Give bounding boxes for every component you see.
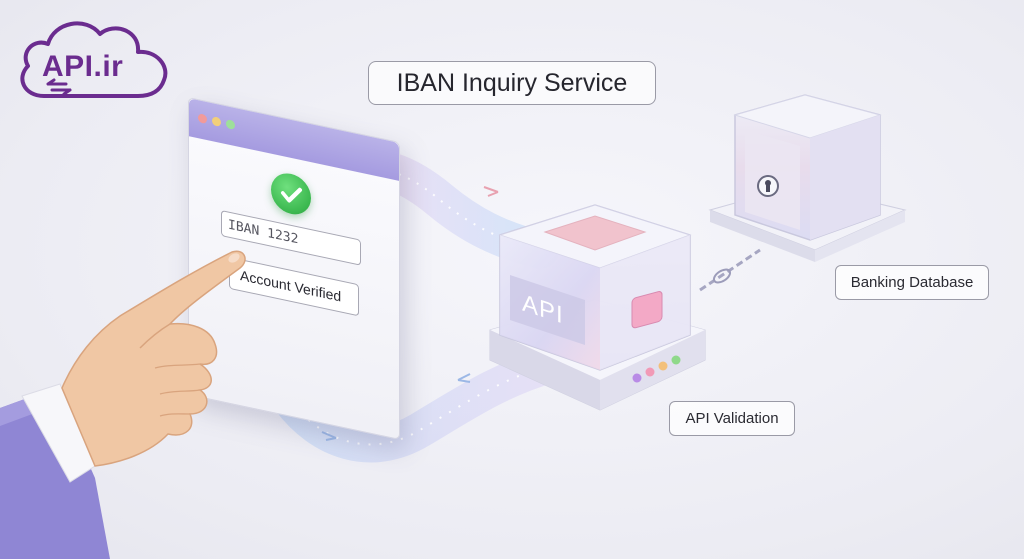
flow-pipe-lower bbox=[262, 302, 568, 463]
safe-lock-icon bbox=[757, 175, 779, 197]
browser-window: IBAN 1232 Account Verified bbox=[188, 97, 400, 441]
window-minimize-dot[interactable] bbox=[212, 116, 221, 128]
cloud-sync-icon bbox=[20, 21, 168, 98]
api-node bbox=[489, 204, 706, 411]
window-close-dot[interactable] bbox=[198, 113, 207, 125]
link-chain bbox=[699, 248, 761, 292]
status-dot bbox=[645, 367, 655, 377]
status-dot bbox=[671, 355, 681, 365]
banking-database-label: Banking Database bbox=[835, 265, 989, 300]
api-validation-label: API Validation bbox=[669, 401, 795, 436]
logo-text[interactable]: API.ir bbox=[42, 50, 124, 83]
pointing-hand bbox=[0, 250, 246, 559]
page-title: IBAN Inquiry Service bbox=[368, 61, 656, 105]
arrow-icon bbox=[483, 186, 499, 197]
arrow-icon bbox=[321, 431, 337, 441]
window-maximize-dot[interactable] bbox=[226, 119, 235, 130]
checkmark-icon bbox=[271, 169, 311, 219]
status-dot bbox=[632, 373, 642, 383]
arrow-icon bbox=[457, 373, 471, 383]
database-node bbox=[708, 94, 907, 262]
status-dot bbox=[658, 361, 668, 371]
